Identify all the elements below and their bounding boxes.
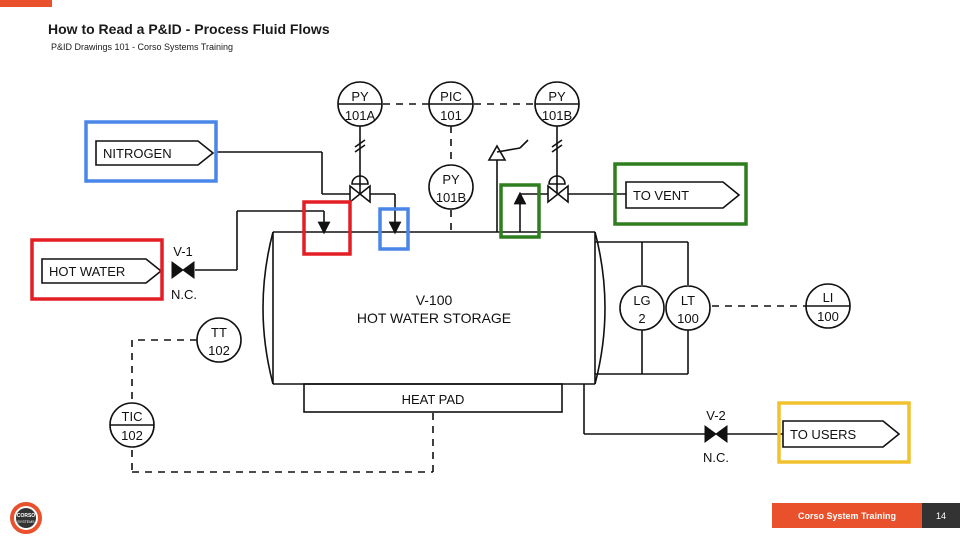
lg2-num: 2 [638, 311, 645, 326]
tt102-num: 102 [208, 343, 230, 358]
instrument-py101b [428, 164, 474, 210]
pic101-tag: PIC [440, 89, 462, 104]
pid-diagram: PY 101A PIC 101 PY 101B PY 101B TT 102 T… [30, 81, 911, 473]
v1-tag: V-1 [173, 244, 193, 259]
vessel-name: HOT WATER STORAGE [357, 310, 511, 326]
pic101-num: 101 [440, 108, 462, 123]
valve-v2 [704, 425, 728, 443]
highlight-users-dest [777, 401, 911, 464]
instrument-tt102 [196, 317, 242, 363]
lt100-num: 100 [677, 311, 699, 326]
offpage-to-vent [625, 181, 741, 209]
v2-state: N.C. [703, 450, 729, 465]
top-accent-bar [0, 0, 52, 7]
corso-logo: CORSO SYSTEMS [10, 502, 42, 534]
li100-num: 100 [817, 309, 839, 324]
highlight-vent-dest [613, 162, 748, 226]
page-title: How to Read a P&ID - Process Fluid Flows [48, 21, 330, 37]
v1-state: N.C. [171, 287, 197, 302]
to-vent-label: TO VENT [633, 188, 689, 203]
py101b-tag: PY [442, 172, 460, 187]
valve-v1 [171, 261, 195, 279]
highlight-nitrogen-source [84, 120, 218, 183]
footer-label: Corso System Training [772, 503, 922, 528]
py101b-top-tag: PY [548, 89, 566, 104]
page-number: 14 [922, 503, 960, 528]
lg2-tag: LG [633, 293, 650, 308]
control-valve-nitrogen [349, 184, 371, 204]
highlight-hot-water-source [30, 238, 164, 301]
highlight-hot-water-inlet [302, 200, 352, 256]
lt100-tag: LT [681, 293, 695, 308]
to-users-label: TO USERS [790, 427, 857, 442]
instrument-lg2 [619, 285, 665, 331]
tic102-tag: TIC [122, 409, 143, 424]
py101b-num: 101B [436, 190, 466, 205]
py101b-top-num: 101B [542, 108, 572, 123]
offpage-to-users [782, 420, 901, 448]
py101a-tag: PY [351, 89, 369, 104]
heat-pad-label: HEAT PAD [402, 392, 465, 407]
tic102-num: 102 [121, 428, 143, 443]
vessel-tag: V-100 [416, 292, 453, 308]
highlight-nitrogen-inlet [378, 207, 410, 251]
page-subtitle: P&ID Drawings 101 - Corso Systems Traini… [51, 42, 234, 52]
control-valve-vent [547, 184, 569, 204]
tt102-tag: TT [211, 325, 227, 340]
logo-text-line2: SYSTEMS [17, 520, 35, 524]
nitrogen-label: NITROGEN [103, 146, 172, 161]
v2-tag: V-2 [706, 408, 726, 423]
logo-text-line1: CORSO [17, 513, 35, 519]
offpage-hot-water [41, 258, 163, 284]
offpage-nitrogen [95, 140, 215, 166]
instrument-lt100 [665, 285, 711, 331]
hot-water-label: HOT WATER [49, 264, 125, 279]
heat-pad [303, 383, 563, 413]
li100-tag: LI [823, 290, 834, 305]
py101a-num: 101A [345, 108, 376, 123]
highlight-vent-outlet [499, 183, 541, 239]
